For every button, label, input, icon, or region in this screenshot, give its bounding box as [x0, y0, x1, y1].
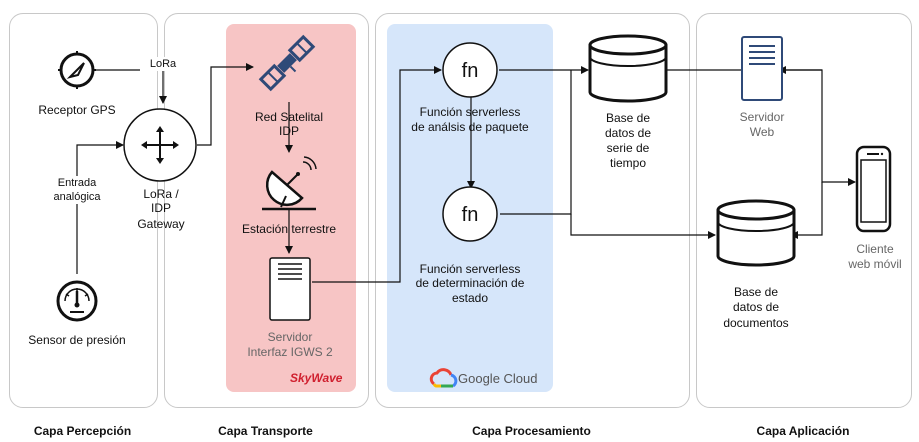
- web-server-icon: [741, 36, 783, 101]
- satellite-icon: [258, 34, 316, 92]
- database-icon: [716, 199, 796, 267]
- docdb-label-3: documentos: [723, 316, 789, 330]
- caption-processing: Capa Procesamiento: [472, 424, 591, 438]
- edge-sensor-gateway: [76, 141, 124, 274]
- function-icon: [442, 186, 498, 242]
- fn-bottom-symbol: fn: [461, 204, 479, 226]
- pressure-gauge-icon: [56, 280, 98, 322]
- tsdb-label-1: Base de: [605, 111, 651, 125]
- web-server-label-2: Web: [749, 125, 775, 139]
- fn-top-label-2: de análsis de paquete: [411, 120, 529, 134]
- skywave-logo: SkyWave: [290, 371, 343, 385]
- edge-fn2-docdb: [570, 214, 716, 239]
- edge-docdb-client: [790, 182, 823, 239]
- docdb-label-2: datos de: [732, 300, 780, 314]
- ground-station-label: Estación terrestre: [241, 222, 337, 236]
- gateway-label-3: Gateway: [137, 217, 185, 231]
- web-server-label-1: Servidor: [739, 110, 785, 124]
- edge-gps-gateway: [93, 69, 167, 104]
- fn-top-symbol: fn: [461, 60, 479, 82]
- edge-igws-fn1: [312, 66, 442, 283]
- server-icon: [269, 257, 311, 321]
- gateway-label-1: LoRa /: [143, 187, 179, 201]
- gps-label: Receptor GPS: [38, 103, 116, 117]
- caption-application: Capa Aplicación: [756, 424, 850, 438]
- docdb-label-1: Base de: [733, 285, 779, 299]
- caption-perception: Capa Percepción: [33, 424, 132, 438]
- fn-bottom-label-1: Función serverless: [419, 262, 521, 276]
- fn-bottom-label-3: estado: [451, 291, 489, 305]
- analog-edge-label-2: analógica: [45, 190, 109, 204]
- tsdb-label-3: serie de: [606, 141, 650, 155]
- lora-edge-label: LoRa: [140, 57, 186, 71]
- pressure-sensor-label: Sensor de presión: [28, 333, 126, 347]
- google-cloud-logo-icon: [429, 368, 458, 388]
- compass-icon: [58, 51, 96, 89]
- edge-fn2-tsdb: [500, 70, 572, 215]
- fn-bottom-label-2: de determinación de: [415, 276, 525, 290]
- gateway-hub-icon: [123, 108, 197, 182]
- gateway-label-2: IDP: [150, 201, 171, 215]
- igws-label-2: Interfaz IGWS 2: [247, 345, 333, 359]
- tsdb-label-2: datos de: [604, 126, 652, 140]
- fn-top-label-1: Función serverless: [419, 105, 521, 119]
- client-label-1: Cliente: [856, 242, 894, 256]
- client-label-2: web móvil: [848, 257, 902, 271]
- satellite-label-2: IDP: [278, 124, 299, 138]
- igws-label-1: Servidor: [267, 330, 313, 344]
- tsdb-label-4: tiempo: [609, 156, 647, 170]
- satellite-dish-icon: [262, 156, 317, 211]
- function-icon: [442, 42, 498, 98]
- google-cloud-logo: Google Cloud: [458, 371, 538, 386]
- mobile-phone-icon: [855, 145, 892, 233]
- edge-gateway-satellite: [197, 63, 254, 146]
- satellite-label-1: Red Satelital: [254, 110, 324, 124]
- caption-transport: Capa Transporte: [218, 424, 313, 438]
- database-icon: [588, 34, 668, 103]
- analog-edge-label-1: Entrada: [48, 176, 106, 190]
